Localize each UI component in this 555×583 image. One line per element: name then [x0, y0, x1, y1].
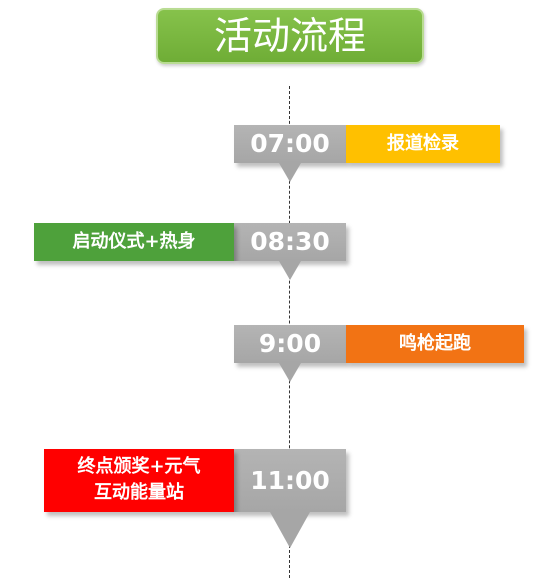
- step-label-warmup: 启动仪式+热身: [34, 223, 234, 261]
- down-arrow-icon: [279, 261, 301, 280]
- time-box-0900: 9:00: [234, 325, 346, 363]
- step-label-checkin: 报道检录: [346, 125, 500, 163]
- down-arrow-icon: [270, 512, 310, 548]
- step-label-finish-line-1: 终点颁奖+元气: [77, 456, 201, 477]
- step-label-start: 鸣枪起跑: [346, 325, 524, 363]
- step-label-finish: 终点颁奖+元气 互动能量站: [44, 449, 234, 512]
- time-box-1100: 11:00: [234, 449, 346, 512]
- step-label-finish-line-2: 互动能量站: [94, 482, 184, 503]
- time-box-0830: 08:30: [234, 223, 346, 261]
- page-title: 活动流程: [156, 8, 424, 64]
- down-arrow-icon: [279, 363, 301, 382]
- down-arrow-icon: [279, 163, 301, 182]
- time-box-0700: 07:00: [234, 125, 346, 163]
